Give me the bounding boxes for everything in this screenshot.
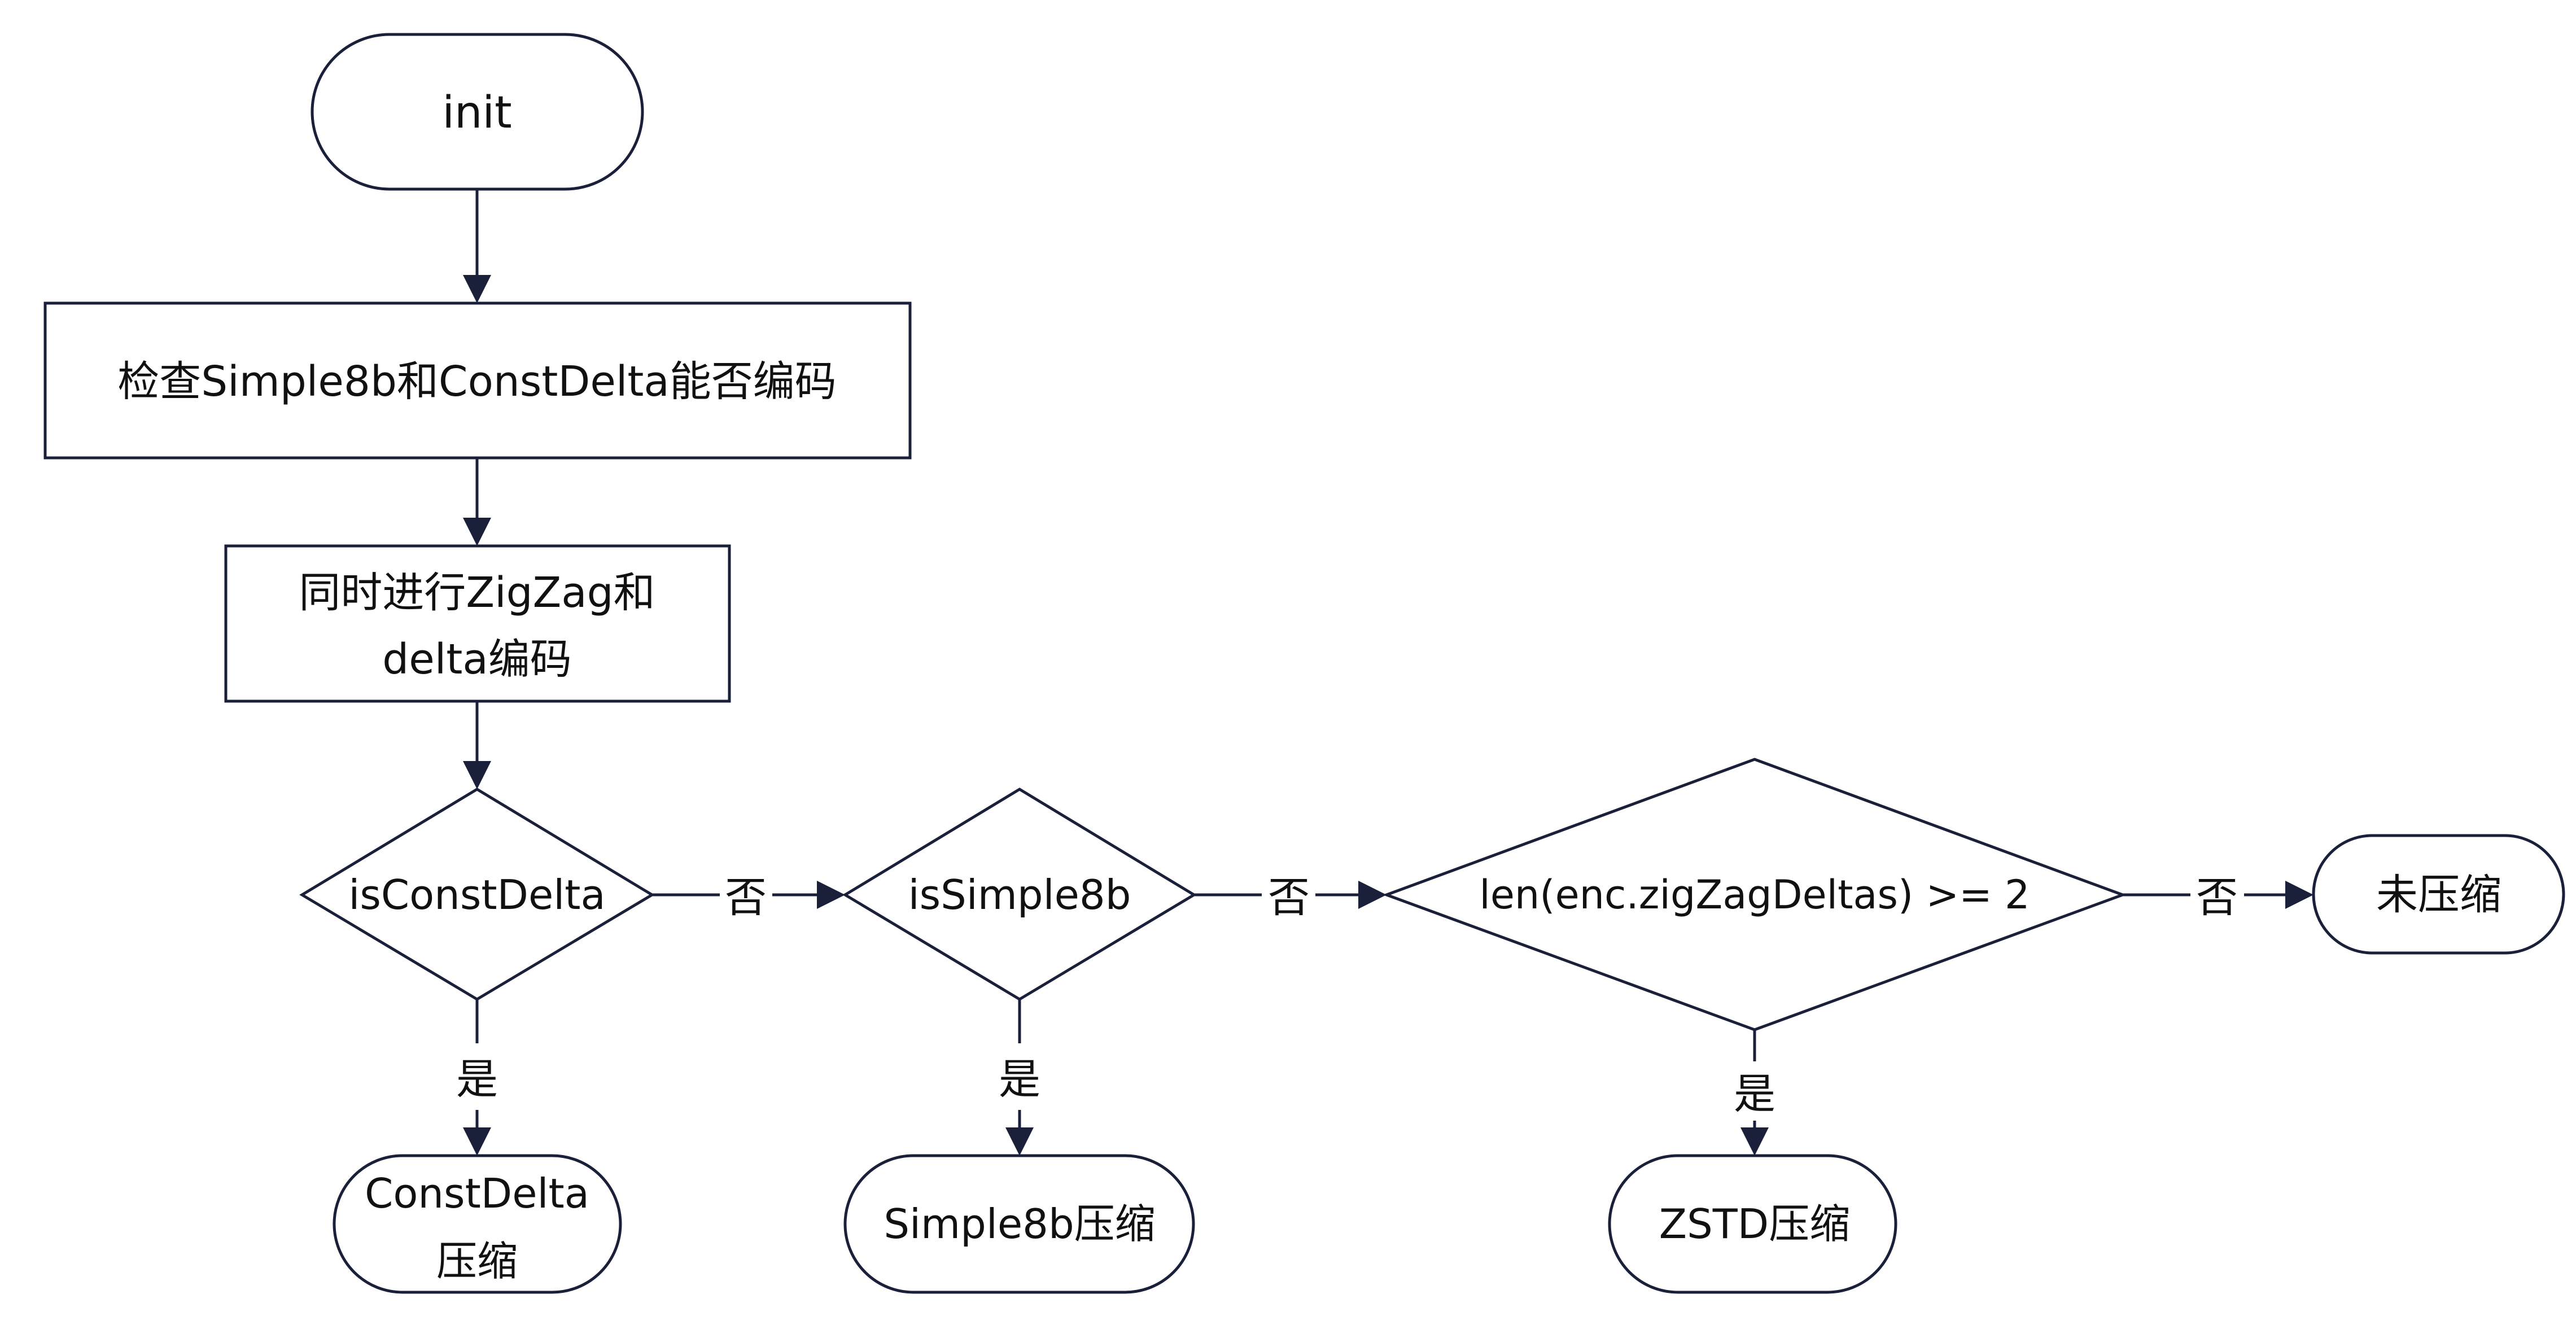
simple8b-compress-label: Simple8b压缩 — [884, 1200, 1155, 1248]
const-delta-compress-line1: ConstDelta — [365, 1170, 589, 1217]
is-simple8b-label: isSimple8b — [908, 871, 1131, 919]
const-delta-compress-line2: 压缩 — [436, 1238, 518, 1285]
edge-label-yes: 是 — [456, 1055, 498, 1104]
edge-label-no: 否 — [725, 873, 767, 922]
uncompressed-label: 未压缩 — [2376, 871, 2501, 919]
edge-label-yes: 是 — [1734, 1070, 1775, 1118]
len-check-label: len(enc.zigZagDeltas) >= 2 — [1479, 872, 2030, 918]
init-label: init — [442, 88, 511, 138]
check-label: 检查Simple8b和ConstDelta能否编码 — [117, 357, 837, 406]
edge-label-no: 否 — [1268, 873, 1310, 922]
zstd-compress-label: ZSTD压缩 — [1659, 1200, 1850, 1248]
edge-label-yes: 是 — [999, 1055, 1040, 1104]
is-const-delta-label: isConstDelta — [348, 871, 605, 919]
encode-label-line2: delta编码 — [382, 635, 571, 684]
encode-label-line1: 同时进行ZigZag和 — [299, 569, 655, 617]
edge-label-no: 否 — [2196, 873, 2238, 922]
